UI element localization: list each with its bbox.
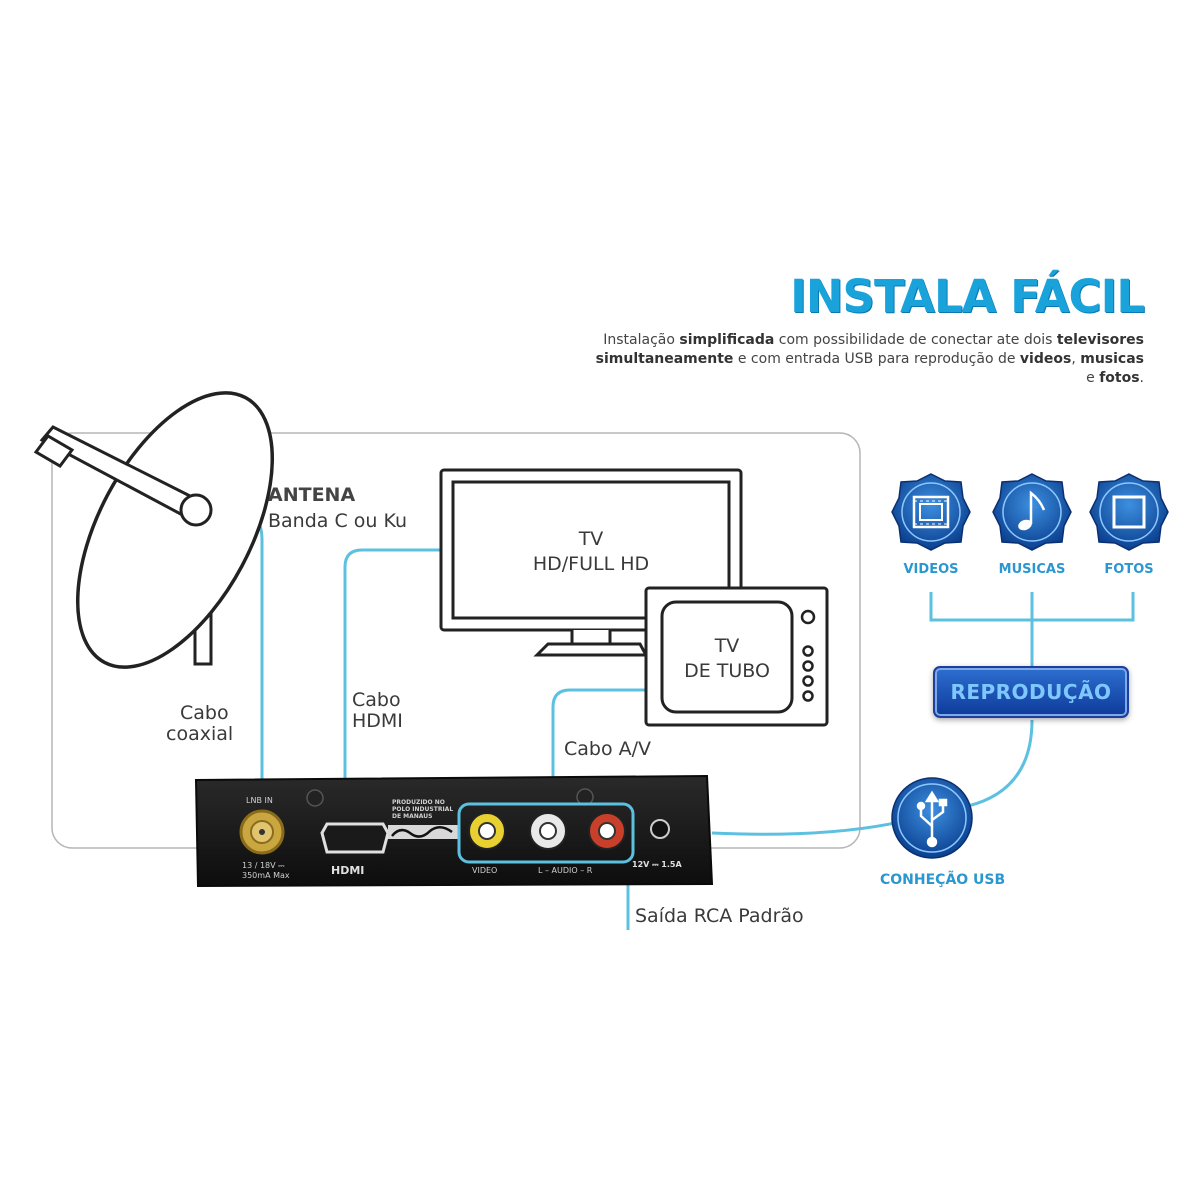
media-label-musicas: MUSICAS xyxy=(998,562,1066,577)
hdmi-cable xyxy=(343,548,441,825)
desc-part: com possibilidade de conectar ate dois xyxy=(774,332,1057,348)
power-label-2: 350mA Max xyxy=(242,871,290,880)
film-icon xyxy=(912,495,950,529)
rca-output-label: Saída RCA Padrão xyxy=(635,905,804,927)
desc-emph: fotos xyxy=(1099,370,1140,386)
desc-part: , xyxy=(1071,351,1081,367)
media-label-videos: VIDEOS xyxy=(903,562,959,577)
hd-tv-label: TV HD/FULL HD xyxy=(491,527,691,577)
badge-videos xyxy=(891,473,971,551)
description: Instalação simplificada com possibilidad… xyxy=(584,331,1144,388)
tube-tv-label: TV DE TUBO xyxy=(667,634,787,684)
music-note-icon xyxy=(1018,490,1046,531)
tube-tv-icon xyxy=(644,586,829,727)
hdmi-label-line1: Cabo xyxy=(352,689,401,711)
coax-label-line2: coaxial xyxy=(166,723,234,745)
desc-emph: videos xyxy=(1019,351,1072,367)
dc-power-label: 12V ⎓ 1.5A xyxy=(632,860,682,869)
audio-port-label: L – AUDIO – R xyxy=(538,866,593,875)
desc-emph: musicas xyxy=(1080,351,1144,367)
tube-tv-label-line1: TV xyxy=(714,635,740,657)
satellite-dish-icon xyxy=(33,391,275,669)
desc-emph: simplificada xyxy=(679,332,775,348)
lnb-in-label: LNB IN xyxy=(246,796,273,805)
manaus-label-3: DE MANAUS xyxy=(392,813,433,820)
av-cable-label: Cabo A/V xyxy=(564,738,652,760)
hd-tv-label-line2: HD/FULL HD xyxy=(532,553,650,575)
hd-tv-label-line1: TV xyxy=(578,528,604,550)
page-title: INSTALA FÁCIL xyxy=(790,270,1145,323)
media-label-fotos: FOTOS xyxy=(1104,562,1154,577)
desc-part: . xyxy=(1139,370,1144,386)
hdmi-port-label: HDMI xyxy=(331,864,365,877)
photo-frame-icon xyxy=(1112,495,1146,529)
hdmi-label-line2: HDMI xyxy=(352,710,403,732)
power-label-1: 13 / 18V ⎓ xyxy=(242,861,285,870)
manaus-label-1: PRODUZIDO NO xyxy=(392,799,445,806)
desc-part: e xyxy=(1086,370,1100,386)
receiver-box xyxy=(194,774,714,888)
antenna-title: ANTENA xyxy=(268,484,356,506)
desc-emph: televisores simultaneamente xyxy=(595,332,1144,367)
usb-icon xyxy=(916,790,948,848)
antenna-subtitle: Banda C ou Ku xyxy=(268,510,408,532)
usb-connection-label: CONHEÇÃO USB xyxy=(880,872,1006,888)
badge-fotos xyxy=(1089,473,1169,551)
desc-part: e com entrada USB para reprodução de xyxy=(733,351,1020,367)
video-port-label: VIDEO xyxy=(472,866,498,875)
manaus-label-2: POLO INDUSTRIAL xyxy=(392,806,454,813)
desc-part: Instalação xyxy=(603,332,680,348)
tube-tv-label-line2: DE TUBO xyxy=(684,660,770,682)
reproducao-badge: REPRODUÇÃO xyxy=(933,666,1129,718)
coax-label-line1: Cabo xyxy=(180,702,229,724)
usb-cable-right xyxy=(967,719,1034,808)
av-cable xyxy=(551,688,646,810)
usb-cable-left xyxy=(711,821,896,836)
